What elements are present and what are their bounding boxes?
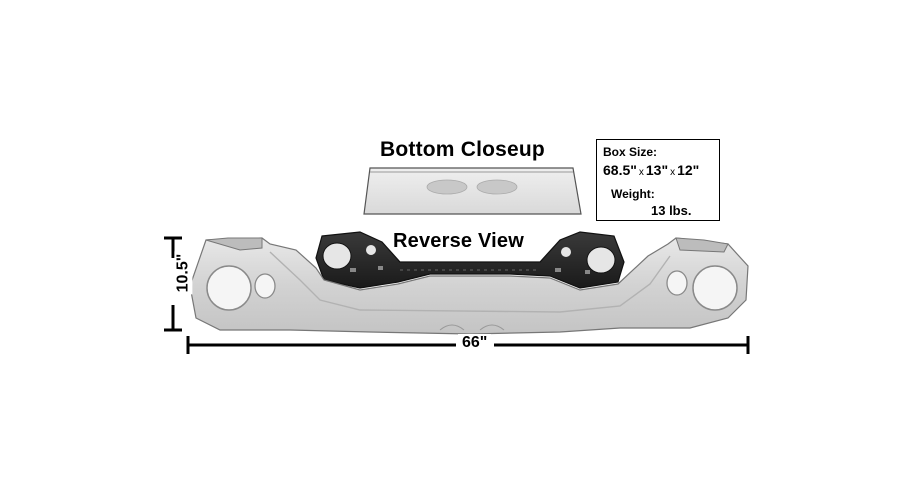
box-length: 68.5" xyxy=(603,162,637,178)
width-dimension-line xyxy=(186,336,750,354)
weight-label: Weight: xyxy=(611,187,655,201)
bottom-closeup-label: Bottom Closeup xyxy=(380,138,545,161)
height-dimension-line xyxy=(164,236,182,332)
height-dimension-label: 10.5" xyxy=(174,251,193,295)
width-dimension-label: 66" xyxy=(458,334,492,352)
box-size-label: Box Size: xyxy=(603,145,658,159)
box-width: 13" xyxy=(645,162,669,178)
reverse-view-part xyxy=(315,231,625,289)
weight-value: 13 lbs. xyxy=(651,203,692,218)
times-sign: x xyxy=(670,167,676,178)
reverse-view-label: Reverse View xyxy=(393,230,525,252)
times-sign: x xyxy=(638,167,644,178)
bottom-closeup-part xyxy=(363,167,582,215)
main-bumper-part xyxy=(189,237,749,335)
box-height: 12" xyxy=(677,162,700,178)
